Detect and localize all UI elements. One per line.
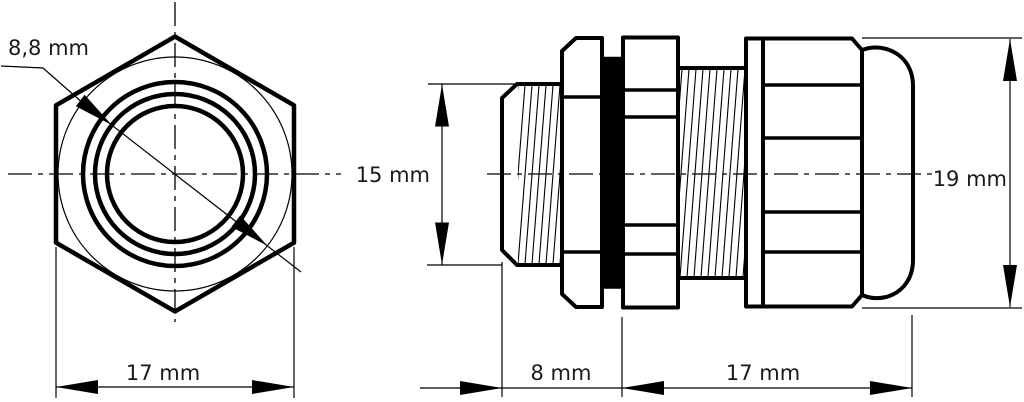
hex-body bbox=[621, 35, 680, 310]
arrowhead-up bbox=[435, 84, 449, 127]
arrowhead-right bbox=[252, 380, 294, 394]
dimension-cap-diameter: 19 mm bbox=[862, 37, 1022, 309]
arrowhead-left bbox=[56, 380, 98, 394]
flange-outline bbox=[560, 36, 604, 309]
cap-nut bbox=[744, 36, 915, 309]
thread-hatching bbox=[680, 69, 744, 277]
dimension-bottom-row: 8 mm 17 mm bbox=[420, 262, 913, 397]
arrowhead-down bbox=[1003, 265, 1017, 307]
side-view: 15 mm 19 mm 8 mm 17 mm bbox=[356, 35, 1022, 397]
thread-hatching bbox=[518, 85, 561, 264]
male-thread-rear bbox=[678, 66, 746, 280]
dim-label-cap-diameter: 19 mm bbox=[933, 167, 1007, 191]
arrowhead-right-into-thread bbox=[460, 381, 502, 395]
dimension-bore: 8,8 mm bbox=[0, 36, 302, 273]
leader-line bbox=[0, 65, 302, 273]
arrowhead-up bbox=[1003, 39, 1017, 81]
dim-label-across-flats: 17 mm bbox=[126, 361, 200, 385]
dim-label-body-length: 17 mm bbox=[726, 361, 800, 385]
arrowhead-left bbox=[622, 381, 664, 395]
hex-outline bbox=[53, 34, 297, 314]
male-thread-front bbox=[500, 82, 561, 267]
hex-body-outline bbox=[621, 35, 680, 310]
inner-bore-circle bbox=[104, 103, 246, 245]
flange bbox=[560, 36, 604, 309]
outer-bore-circle bbox=[80, 79, 270, 269]
seal-section bbox=[601, 56, 623, 289]
leader-arrowhead-lower bbox=[231, 215, 268, 246]
arrowhead-right bbox=[870, 381, 912, 395]
dim-label-thread-length: 8 mm bbox=[531, 361, 592, 385]
dim-label-bore: 8,8 mm bbox=[8, 36, 89, 60]
chamfer-circle bbox=[57, 56, 293, 292]
front-view: 8,8 mm 17 mm bbox=[0, 2, 341, 398]
dimension-thread-height: 15 mm bbox=[356, 83, 516, 266]
dome-outline bbox=[861, 45, 915, 301]
middle-bore-circle bbox=[92, 91, 258, 257]
dim-label-thread-height: 15 mm bbox=[356, 163, 430, 187]
dimension-across-flats: 17 mm bbox=[55, 247, 295, 398]
thread-outline bbox=[500, 82, 561, 267]
arrowhead-down bbox=[435, 222, 449, 265]
leader-arrowhead-upper bbox=[75, 94, 112, 125]
cap-body-outline bbox=[744, 36, 864, 309]
